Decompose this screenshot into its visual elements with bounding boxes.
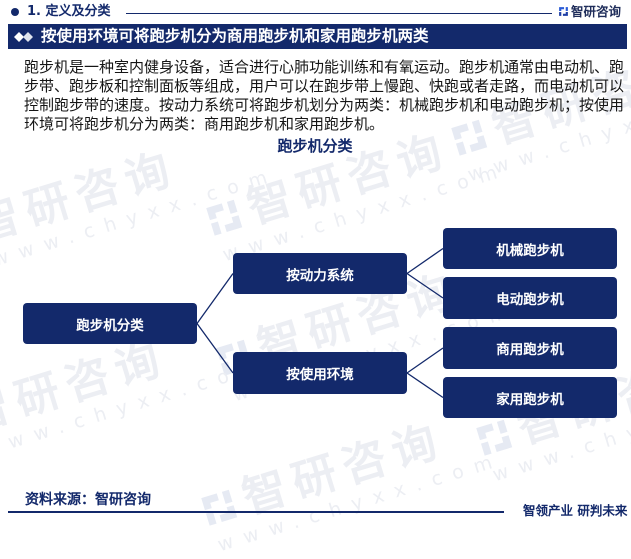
section-title: 1. 定义及分类 — [27, 4, 111, 19]
watermark-logo-icon — [201, 489, 238, 526]
watermark-logo-icon — [206, 199, 243, 236]
node-electric-treadmill: 电动跑步机 — [443, 277, 617, 319]
paragraph-line: 步带、跑步板和控制面板等组成，用户可以在跑步带上慢跑、快跑或者走路，而电动机可以 — [24, 77, 625, 95]
watermark-url: www.chyxx.com — [215, 448, 506, 557]
brand-name: 智研咨询 — [571, 4, 622, 19]
double-diamond-icon — [14, 32, 33, 42]
node-by-usage-environment: 按使用环境 — [233, 352, 407, 394]
paragraph-line: 跑步机是一种室内健身设备，适合进行心肺功能训练和有氧运动。跑步机通常由电动机、跑 — [24, 58, 625, 76]
watermark-url: www.chyxx.com — [0, 353, 271, 462]
chyxx-logo-icon — [559, 7, 568, 16]
header-divider — [126, 13, 552, 14]
watermark-brand: 智研咨询 — [236, 414, 451, 524]
paragraph-line: 控制跑步带的速度。按动力系统可将跑步机划分为两类：机械跑步机和电动跑步机；按使用 — [24, 96, 625, 114]
node-commercial-treadmill: 商用跑步机 — [443, 327, 617, 369]
description-paragraph: 跑步机是一种室内健身设备，适合进行心肺功能训练和有氧运动。跑步机通常由电动机、跑… — [24, 58, 625, 134]
paragraph-line: 环境可将跑步机分为两类：商用跑步机和家用跑步机。 — [24, 115, 385, 133]
bullet-dot-icon — [11, 8, 19, 16]
source-note: 资料来源：智研咨询 — [25, 492, 151, 508]
diagram-title: 跑步机分类 — [277, 137, 353, 155]
watermark: 智研咨询 www.chyxx.com — [195, 401, 506, 558]
node-root: 跑步机分类 — [23, 303, 197, 344]
node-home-treadmill: 家用跑步机 — [443, 377, 617, 418]
section-banner: 按使用环境可将跑步机分为商用跑步机和家用跑步机两类 — [8, 24, 627, 49]
watermark-brand: 智研咨询 — [0, 142, 184, 252]
node-by-power-system: 按动力系统 — [233, 253, 407, 294]
footer-slogan: 智领产业 研判未来 — [523, 503, 628, 518]
footer-divider — [8, 511, 504, 513]
watermark-brand: 智研咨询 — [0, 332, 174, 442]
banner-title: 按使用环境可将跑步机分为商用跑步机和家用跑步机两类 — [41, 27, 429, 45]
watermark-logo-icon — [476, 419, 513, 456]
node-mechanical-treadmill: 机械跑步机 — [443, 228, 617, 269]
